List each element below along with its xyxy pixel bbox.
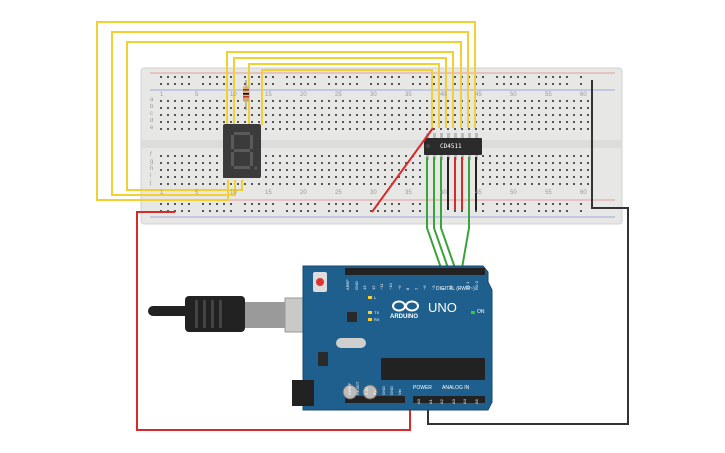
black-wire-chip[interactable] (447, 157, 477, 210)
seven-segment-display[interactable] (223, 124, 261, 178)
atmega-chip (381, 358, 485, 380)
red-wire-chip[interactable] (371, 127, 463, 213)
arduino-logo (392, 300, 419, 312)
reset-button-cap[interactable] (316, 278, 324, 286)
usb-cable (148, 296, 322, 333)
power-wires[interactable] (136, 80, 629, 431)
power-jack (292, 380, 314, 406)
resistor[interactable] (243, 80, 249, 110)
green-wires[interactable] (426, 157, 470, 269)
arduino-uno-board[interactable] (292, 265, 493, 411)
